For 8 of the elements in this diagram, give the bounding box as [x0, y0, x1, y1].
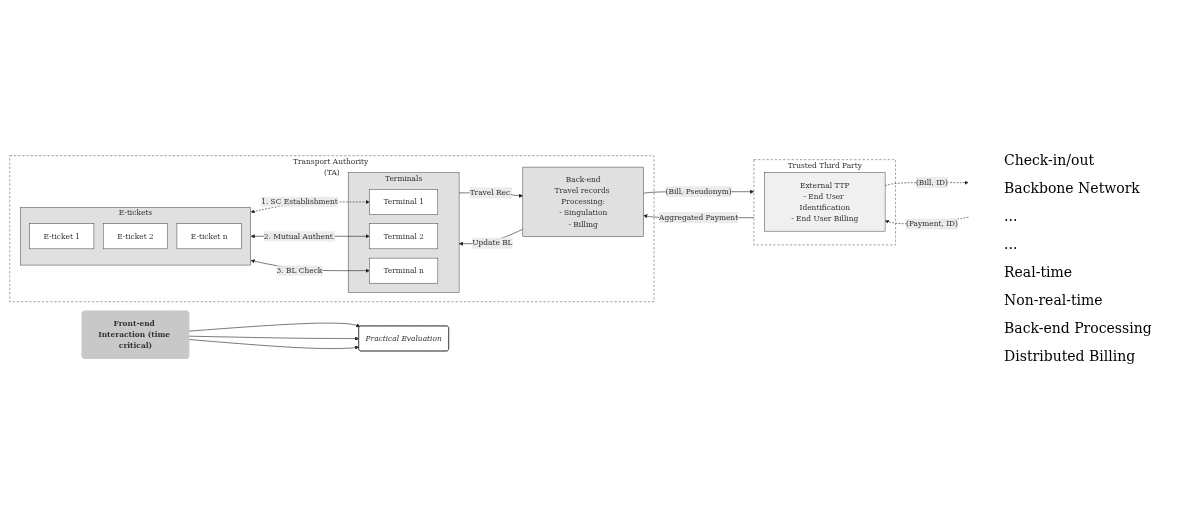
note-label: Non-real-time [1003, 290, 1104, 310]
note-label: Real-time [1003, 262, 1074, 282]
note-label: Check-in/out [1003, 150, 1096, 170]
note-label: ... [1003, 234, 1019, 254]
note-label: Backbone Network [1003, 178, 1141, 198]
note-label: Back-end Processing [1003, 318, 1153, 338]
note-label: ... [1003, 206, 1019, 226]
note-label: Distributed Billing [1003, 346, 1137, 366]
